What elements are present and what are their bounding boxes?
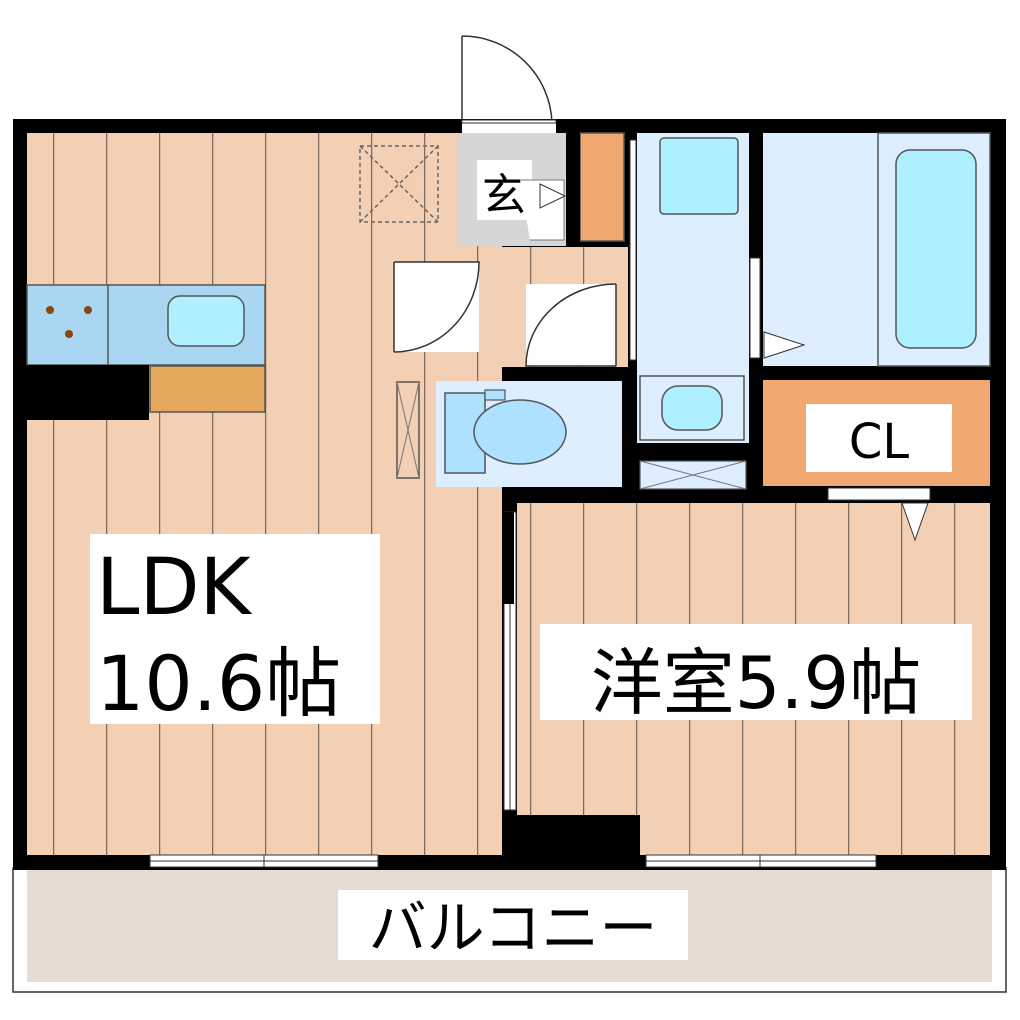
bathtub-icon xyxy=(895,149,977,349)
toilet-door[interactable] xyxy=(525,283,617,367)
storage-x-icon xyxy=(396,381,420,479)
balcony xyxy=(12,867,1007,993)
ldk-window[interactable] xyxy=(149,854,379,868)
entrance-wall-right xyxy=(566,133,580,246)
washbasin-icon xyxy=(639,375,745,441)
shoe-cabinet-icon xyxy=(579,132,625,242)
balcony-label-box: バルコニー xyxy=(338,890,688,962)
toilet-icon xyxy=(444,389,567,474)
sliding-door[interactable] xyxy=(502,511,517,811)
kitchen-wall xyxy=(27,365,149,420)
stove-icon xyxy=(46,306,92,338)
kitchen-storage xyxy=(149,365,266,413)
washroom-door-gap xyxy=(629,139,637,361)
ldk-door[interactable] xyxy=(393,261,480,353)
entrance-label: 玄 xyxy=(482,170,526,221)
ldk-name: LDK xyxy=(96,543,253,633)
closet-label-box: CL xyxy=(806,404,952,472)
pillar xyxy=(502,815,640,870)
front-door[interactable] xyxy=(461,35,557,133)
ldk-label-box: LDK 10.6帖 xyxy=(90,534,380,728)
sink-icon xyxy=(167,295,245,347)
ldk-floor xyxy=(27,133,502,855)
entrance-label-box: 玄 xyxy=(477,160,532,221)
western-label-box: 洋室5.9帖 xyxy=(540,624,972,725)
washing-machine-icon xyxy=(659,137,739,215)
entrance-step xyxy=(520,179,567,241)
western-label: 洋室5.9帖 xyxy=(591,641,922,725)
storage-x-icon xyxy=(639,460,747,490)
ldk-size: 10.6帖 xyxy=(96,639,341,728)
balcony-label: バルコニー xyxy=(369,894,658,962)
closet-label: CL xyxy=(849,414,910,470)
storage-x-icon xyxy=(359,145,439,223)
western-window[interactable] xyxy=(645,854,877,868)
closet-door[interactable] xyxy=(827,487,931,542)
bathroom-door[interactable] xyxy=(749,257,806,359)
